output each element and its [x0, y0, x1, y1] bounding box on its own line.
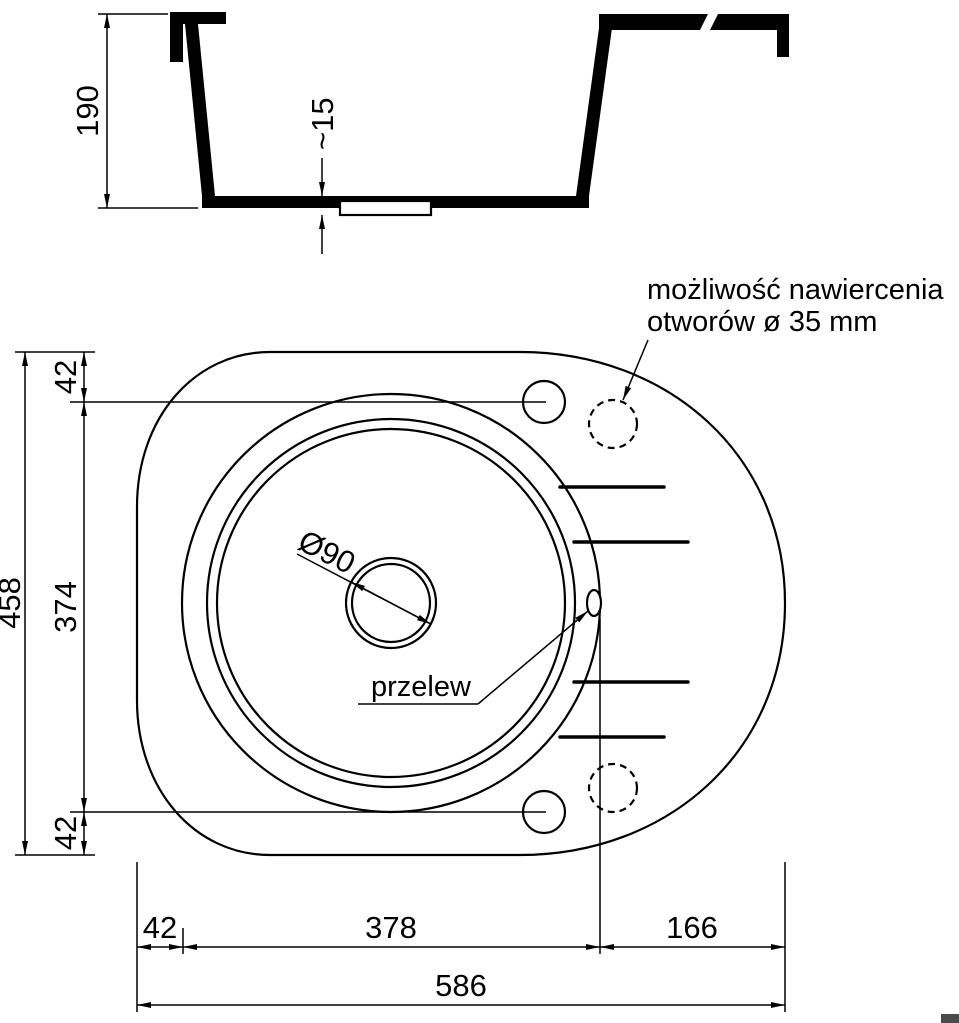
section-bottom-plate	[202, 196, 589, 208]
section-drain-flange	[338, 199, 433, 217]
bowl-inner-circle	[215, 427, 567, 779]
plan-view: Ø90 przelew możliwość nawiercenia otworó…	[0, 274, 944, 1012]
drill-note: możliwość nawiercenia otworów ø 35 mm	[622, 274, 944, 401]
drill-note-line2: otworów ø 35 mm	[647, 306, 877, 338]
dim-label-586: 586	[435, 968, 487, 1003]
section-left-wall	[185, 24, 215, 196]
dim-left-stack: 458 42 374 42	[0, 352, 87, 855]
dim-label-lip: ~15	[305, 97, 340, 150]
drill-note-leader	[622, 339, 649, 401]
dim-bottom-stack: 42 378 166 586	[137, 910, 785, 1008]
diameter-arrow-inner	[350, 581, 432, 625]
drain-diameter-label: Ø90	[293, 523, 361, 581]
corner-artifact	[941, 1014, 959, 1023]
dim-height: 190	[70, 13, 198, 209]
sink-outline	[135, 350, 787, 857]
section-right-rim-outer	[710, 14, 789, 57]
dim-label-42-bottom: 42	[48, 816, 83, 850]
drill-option-circle-bottom	[587, 762, 639, 814]
bowl-middle-circle	[205, 417, 577, 789]
overflow-leader	[477, 610, 589, 705]
extension-lines	[15, 351, 786, 1012]
overflow-label: przelew	[371, 671, 472, 703]
drain-outer-circle	[344, 556, 438, 650]
cross-section-view: 190 ~15	[70, 12, 789, 254]
dim-label-374: 374	[48, 581, 83, 633]
dim-label-190: 190	[70, 85, 105, 137]
dim-label-166: 166	[666, 910, 718, 945]
drain-diameter-annotation: Ø90	[293, 523, 432, 625]
dim-drain-lip: ~15	[305, 97, 340, 254]
dim-label-458: 458	[0, 577, 27, 629]
section-left-rim	[170, 12, 226, 62]
drill-note-line1: możliwość nawiercenia	[647, 274, 944, 306]
dim-label-42-top: 42	[48, 360, 83, 394]
overflow-hole	[585, 588, 603, 618]
overflow-annotation: przelew	[358, 610, 589, 705]
drain-inner-circle	[350, 562, 432, 644]
dim-label-42-left: 42	[143, 910, 177, 945]
drainer-grooves	[558, 485, 690, 739]
section-right-rim-inner	[599, 14, 708, 30]
drill-option-circle-top	[587, 398, 639, 450]
section-right-wall	[576, 28, 612, 196]
dim-label-378: 378	[365, 910, 417, 945]
